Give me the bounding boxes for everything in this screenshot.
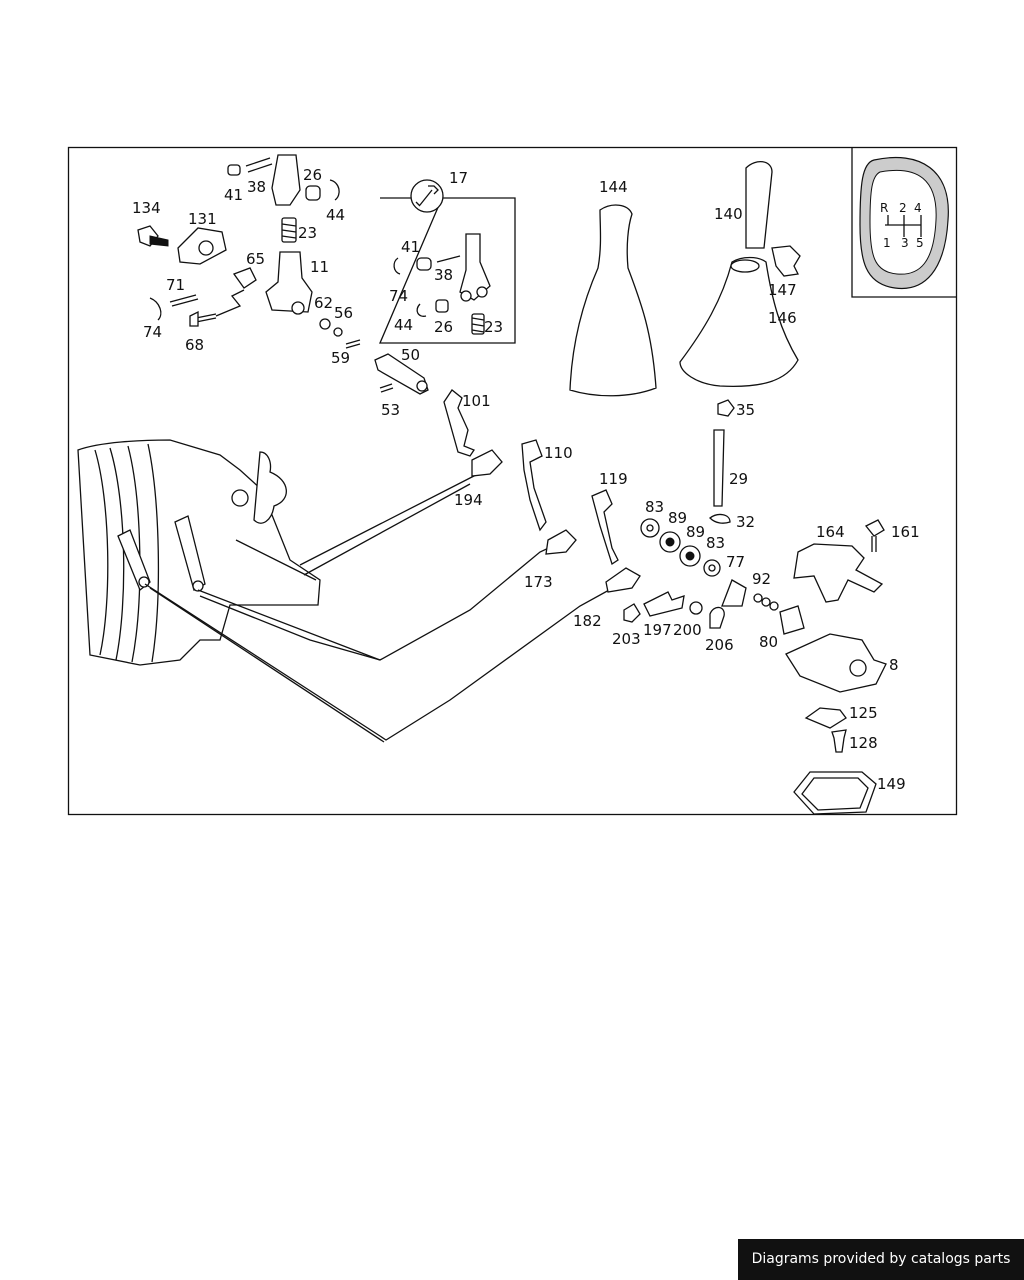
label-182: 182	[573, 612, 602, 630]
label-41a: 41	[224, 186, 243, 204]
label-68: 68	[185, 336, 204, 354]
label-62: 62	[314, 294, 333, 312]
label-147: 147	[768, 281, 797, 299]
gear-5: 5	[916, 236, 924, 250]
label-44b: 44	[394, 316, 413, 334]
label-119: 119	[599, 470, 628, 488]
shift-pattern-inset: R 2 4 1 3 5	[851, 147, 956, 298]
label-173: 173	[524, 573, 553, 591]
label-44a: 44	[326, 206, 345, 224]
label-149: 149	[877, 775, 906, 793]
label-29: 29	[729, 470, 748, 488]
label-53: 53	[381, 401, 400, 419]
label-65: 65	[246, 250, 265, 268]
label-11: 11	[310, 258, 329, 276]
lower-hardware-parts	[623, 518, 887, 815]
label-74b: 74	[389, 287, 408, 305]
label-140: 140	[714, 205, 743, 223]
label-206: 206	[705, 636, 734, 654]
label-50: 50	[401, 346, 420, 364]
gear-1: 1	[883, 236, 891, 250]
label-194: 194	[454, 491, 483, 509]
gear-4: 4	[914, 201, 922, 215]
label-77: 77	[726, 553, 745, 571]
label-164: 164	[816, 523, 845, 541]
label-197: 197	[643, 621, 672, 639]
label-83b: 83	[706, 534, 725, 552]
label-110: 110	[544, 444, 573, 462]
label-134: 134	[132, 199, 161, 217]
diagram-credit-banner: Diagrams provided by catalogs parts	[738, 1239, 1024, 1280]
label-83a: 83	[645, 498, 664, 516]
label-38b: 38	[434, 266, 453, 284]
label-8: 8	[889, 656, 899, 674]
gear-r: R	[880, 201, 888, 215]
label-17: 17	[449, 169, 468, 187]
label-71: 71	[166, 276, 185, 294]
shift-rods	[144, 389, 641, 743]
diagram-frame	[67, 146, 958, 816]
label-125: 125	[849, 704, 878, 722]
label-23a: 23	[298, 224, 317, 242]
shift-mechanism-parts	[137, 154, 429, 395]
label-89a: 89	[668, 509, 687, 527]
label-32: 32	[736, 513, 755, 531]
label-56: 56	[334, 304, 353, 322]
label-144: 144	[599, 178, 628, 196]
label-128: 128	[849, 734, 878, 752]
label-23b: 23	[484, 318, 503, 336]
gear-2: 2	[899, 201, 907, 215]
label-161: 161	[891, 523, 920, 541]
label-146: 146	[768, 309, 797, 327]
label-26b: 26	[434, 318, 453, 336]
label-200: 200	[673, 621, 702, 639]
label-80: 80	[759, 633, 778, 651]
label-38a: 38	[247, 178, 266, 196]
label-59: 59	[331, 349, 350, 367]
repair-kit-box	[379, 179, 516, 344]
label-35: 35	[736, 401, 755, 419]
label-41b: 41	[401, 238, 420, 256]
label-131: 131	[188, 210, 217, 228]
shift-knobs-and-boots	[569, 161, 801, 524]
gear-3: 3	[901, 236, 909, 250]
label-101: 101	[462, 392, 491, 410]
label-74a: 74	[143, 323, 162, 341]
part-labels: 17 41 38 26 44 23 134 131 65 11 71 74 68…	[132, 166, 920, 793]
label-26a: 26	[303, 166, 322, 184]
transmission-housing	[77, 439, 321, 666]
label-203: 203	[612, 630, 641, 648]
label-89b: 89	[686, 523, 705, 541]
label-92: 92	[752, 570, 771, 588]
